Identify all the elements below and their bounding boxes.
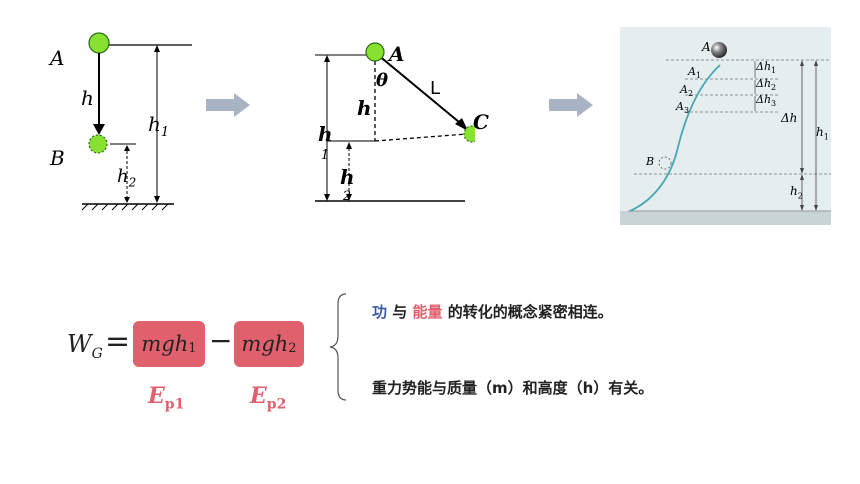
d3-label-a2: A2 [680,83,694,99]
ball-b [88,134,108,154]
ball-a [88,32,110,54]
d3-label-a3: A3 [676,100,690,116]
d2-label-h: h [357,96,372,120]
d3-label-b: B [646,155,655,168]
track-curve [629,64,721,212]
d3-label-h2: h2 [790,184,803,201]
ep1-label: Ep1 [148,383,185,413]
curly-brace [329,293,347,401]
height-dimensions [801,61,817,210]
ep2-label: Ep2 [250,383,287,413]
ball-c [463,125,475,143]
ball-a [711,42,727,58]
d3-label-dh3: Δh3 [756,93,777,109]
d2-label-c: C [473,110,489,134]
drop-arrowhead [93,124,105,135]
d1-label-h2: h2 [117,166,137,190]
ground [620,211,831,225]
curved-track-figure: A A1 A2 A3 B Δh1 Δh2 Δh3 Δh h1 h2 [620,27,831,225]
d1-label-h1: h1 [148,112,170,140]
level-lines [634,59,831,175]
d2-label-theta: θ [376,70,389,91]
d3-label-a1: A1 [688,65,702,81]
d3-label-h1: h1 [816,125,829,142]
ball-a [365,42,385,62]
process-arrow-1 [206,93,250,117]
d2-label-l: L [430,78,441,99]
pendulum-arm [377,54,466,128]
diagram-pendulum [315,42,475,202]
ground-hatch [81,203,169,211]
d1-label-h: h [81,86,94,110]
statement-potential-energy: 重力势能与质量（m）和高度（h）有关。 [372,379,654,397]
d3-label-a: A [702,40,711,54]
process-arrow-2 [549,93,593,117]
d3-label-dh1: Δh1 [756,60,777,76]
d2-label-a: A [389,42,405,66]
formula-lhs: WG [67,330,103,362]
ball-b [658,156,672,170]
d1-label-a: A [50,46,65,70]
formula-minus: − [209,324,233,357]
diagram-vertical-drop [81,32,192,211]
dashed-to-c [374,133,468,142]
d3-label-dh2: Δh2 [756,77,777,93]
formula-equals: = [105,324,131,359]
statement-work-energy: 功 与 能量 的转化的概念紧密相连。 [372,303,613,321]
d1-label-b: B [50,146,65,170]
d3-label-dh: Δh [781,111,798,125]
